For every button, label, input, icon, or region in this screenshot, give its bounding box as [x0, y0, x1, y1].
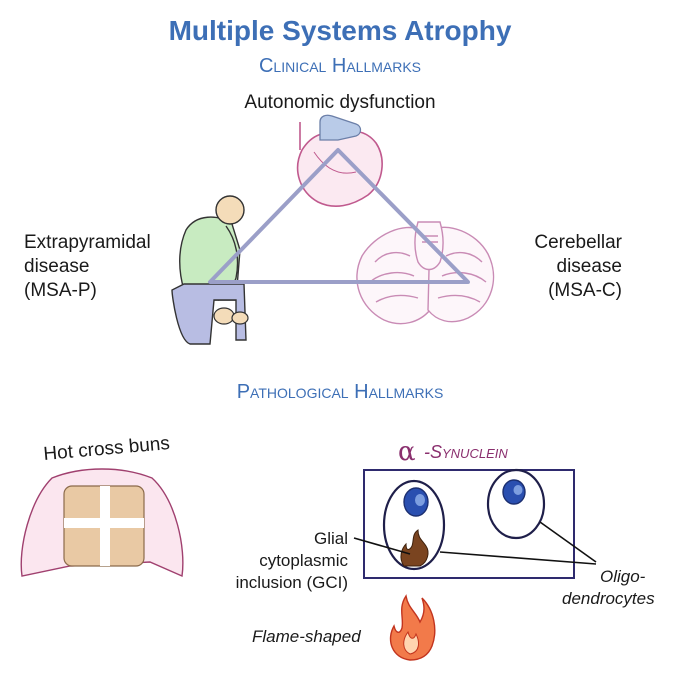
alpha-symbol: α: [398, 437, 416, 467]
clinical-hallmarks-heading: Clinical Hallmarks: [259, 55, 421, 77]
oligodendrocyte-cell-left: [382, 479, 446, 571]
pointer-lines: [353, 521, 597, 565]
oligodendrocyte-cell-right: [486, 468, 546, 540]
cerebellar-label-line2: disease: [557, 256, 623, 277]
cerebellar-label-line3: (MSA-C): [548, 280, 622, 301]
cerebellar-label-line1: Cerebellar: [534, 232, 622, 253]
hot-cross-buns-icon: [20, 468, 184, 578]
autonomic-label: Autonomic dysfunction: [244, 92, 435, 113]
oligodendrocytes-label-line2: dendrocytes: [562, 589, 655, 608]
heart-icon: [296, 114, 383, 207]
synuclein-label: -Synuclein: [424, 442, 508, 462]
gci-inclusion-icon: [400, 529, 429, 567]
oligodendrocytes-label-line1: Oligo-: [600, 567, 646, 586]
flame-shaped-label: Flame-shaped: [252, 627, 361, 646]
cerebellum-icon: [356, 221, 495, 325]
pathological-hallmarks-heading: Pathological Hallmarks: [237, 381, 444, 403]
extrapyramidal-label-line3: (MSA-P): [24, 280, 97, 301]
flame-icon: [389, 594, 436, 661]
gci-label-line3: inclusion (GCI): [236, 573, 348, 592]
gci-label-line1: Glial: [314, 529, 348, 548]
gci-label-line2: cytoplasmic: [259, 551, 348, 570]
hot-cross-buns-label: Hot cross buns: [43, 433, 171, 465]
extrapyramidal-label-line2: disease: [24, 256, 90, 277]
extrapyramidal-label-line1: Extrapyramidal: [24, 232, 151, 253]
page-title: Multiple Systems Atrophy: [169, 15, 512, 46]
stooped-person-icon: [171, 195, 249, 345]
hallmark-triangle: [208, 148, 470, 284]
